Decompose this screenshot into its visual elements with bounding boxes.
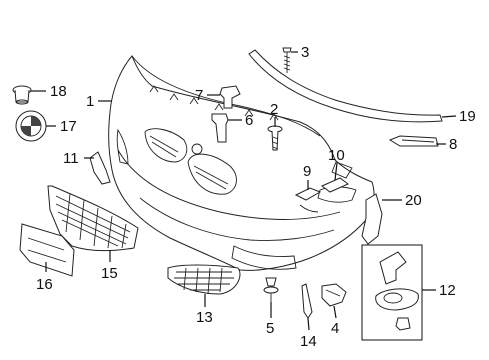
callout-5: 5 bbox=[266, 320, 274, 337]
callout-17: 17 bbox=[60, 118, 77, 135]
leader-10 bbox=[334, 162, 338, 181]
callout-7: 7 bbox=[195, 87, 203, 104]
part-20-side-trim bbox=[361, 193, 383, 245]
part-15-lower-grille bbox=[47, 185, 139, 252]
callout-11: 11 bbox=[63, 150, 79, 167]
part-13-fog-grille bbox=[167, 264, 241, 295]
part-19-upper-trim-strip bbox=[248, 49, 443, 123]
part-1-bumper-cover bbox=[108, 55, 375, 271]
part-2-push-clip bbox=[267, 125, 283, 151]
part-12-kit-box bbox=[361, 244, 423, 341]
callout-4: 4 bbox=[331, 320, 339, 337]
part-10-cover bbox=[321, 177, 349, 193]
leader-4 bbox=[333, 305, 337, 319]
part-9-small-cover bbox=[294, 187, 322, 201]
part-3-screw bbox=[282, 47, 292, 73]
callout-3: 3 bbox=[301, 44, 309, 61]
part-7-bracket bbox=[219, 85, 241, 109]
leader-lines bbox=[31, 51, 457, 331]
part-5-fastener bbox=[263, 277, 279, 302]
part-18-clip bbox=[12, 85, 32, 105]
leader-14 bbox=[307, 317, 310, 331]
callout-20: 20 bbox=[405, 192, 422, 209]
callout-8: 8 bbox=[449, 136, 457, 153]
part-16-plate-bracket bbox=[19, 223, 75, 277]
part-8-molding bbox=[388, 135, 439, 147]
part-17-emblem bbox=[15, 110, 47, 142]
callout-6: 6 bbox=[245, 112, 253, 129]
callout-12: 12 bbox=[439, 282, 456, 299]
callout-18: 18 bbox=[50, 83, 67, 100]
part-4-bracket bbox=[321, 283, 347, 307]
callout-14: 14 bbox=[300, 333, 317, 350]
callout-labels: 1 2 3 4 5 6 7 8 9 10 11 12 13 14 15 16 1… bbox=[36, 44, 476, 350]
part-11-side-insert bbox=[89, 151, 111, 185]
callout-19: 19 bbox=[459, 108, 476, 125]
callout-16: 16 bbox=[36, 276, 53, 293]
callout-15: 15 bbox=[101, 265, 118, 282]
callout-2: 2 bbox=[270, 101, 278, 118]
callout-9: 9 bbox=[303, 163, 311, 180]
part-14-strip bbox=[301, 283, 313, 319]
part-6-bracket bbox=[211, 113, 229, 143]
leader-19 bbox=[441, 115, 457, 118]
callout-10: 10 bbox=[328, 147, 345, 164]
callout-13: 13 bbox=[196, 309, 213, 326]
callout-1: 1 bbox=[86, 93, 94, 110]
